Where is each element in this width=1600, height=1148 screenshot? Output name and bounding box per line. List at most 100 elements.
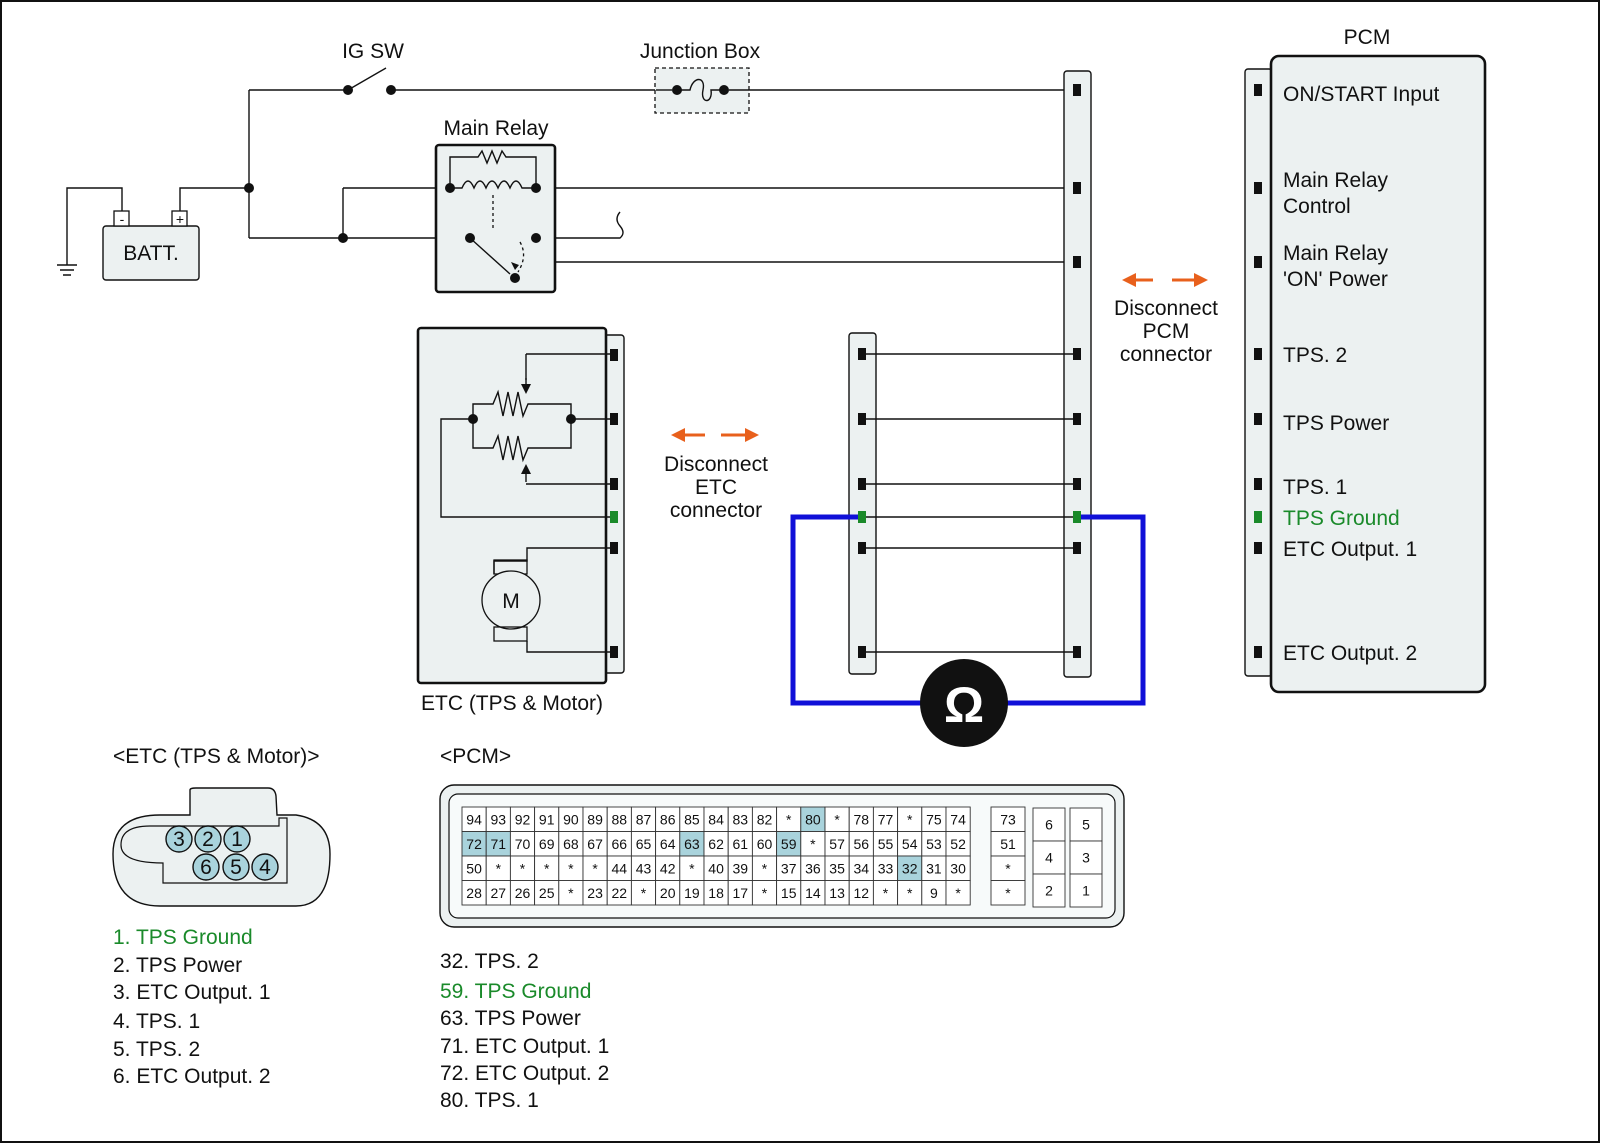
pcm-pin-number: 85 (684, 811, 700, 827)
pcm-pin-number: * (1005, 885, 1011, 901)
pcm-pin-number: * (641, 885, 647, 901)
harness-wires (862, 353, 1077, 653)
svg-text:connector: connector (670, 499, 762, 522)
pcm-pin-cell (945, 880, 971, 906)
motor-label: M (502, 590, 520, 613)
pcm-pin-cell (990, 831, 1026, 857)
pcm-pin-number: 19 (684, 885, 700, 901)
pcm-pin-cell (897, 880, 923, 906)
pcm-pin-label: TPS Ground (1283, 507, 1400, 530)
pcm-pin-label: TPS. 1 (1283, 476, 1347, 499)
pcm-pin-number: 37 (781, 860, 797, 876)
pcm-pin-number: 59 (781, 836, 797, 852)
ig-sw-label: IG SW (342, 40, 404, 63)
svg-text:Disconnect: Disconnect (664, 453, 768, 476)
pcm-pin-number: 35 (829, 860, 845, 876)
pcm-pin-number: 63 (684, 836, 700, 852)
pcm-harness-connector (1063, 70, 1092, 678)
pcm-pin-label: ETC Output. 2 (1283, 642, 1417, 665)
pcm-pin-cell (848, 831, 874, 857)
pcm-pin-number: 39 (733, 860, 749, 876)
pcm-pin-cell (679, 855, 705, 881)
harness-pins (858, 84, 1262, 658)
pcm-pin-number: * (689, 860, 695, 876)
battery-negative-label: - (120, 211, 125, 227)
etc-connector-title: <ETC (TPS & Motor)> (113, 745, 320, 768)
pcm-pin-number: * (907, 885, 913, 901)
pcm-pin-number: 89 (587, 811, 603, 827)
pcm-pin-cell (800, 880, 826, 906)
pcm-pin-number: 34 (854, 860, 870, 876)
pcm-pin-number: 23 (587, 885, 603, 901)
pcm-pin-number: 78 (854, 811, 870, 827)
pcm-pin-cell (509, 880, 536, 906)
pcm-pin-cell (1069, 873, 1103, 908)
pcm-pin-number: 27 (491, 885, 507, 901)
pcm-pin-cell (509, 831, 536, 857)
pcm-pin-number: 66 (612, 836, 628, 852)
pcm-pin-cell (921, 855, 947, 881)
pcm-pin-number: 5 (1082, 817, 1090, 833)
pcm-pin-number: 71 (491, 836, 507, 852)
etc-legend-item: 4. TPS. 1 (113, 1010, 200, 1033)
etc-pin-number: 6 (200, 856, 212, 879)
pcm-pin-number: 33 (878, 860, 894, 876)
disconnect-etc-label: Disconnect ETC connector (664, 453, 768, 522)
pcm-pin-number: 93 (491, 811, 507, 827)
pcm-pin-number: 3 (1082, 850, 1090, 866)
pcm-pin-number: * (544, 860, 550, 876)
etc-pin-number: 1 (231, 828, 243, 851)
pcm-module (1269, 54, 1487, 694)
pcm-legend-item: 59. TPS Ground (440, 980, 591, 1003)
pcm-pin-number: * (568, 860, 574, 876)
pcm-pin-number: 90 (563, 811, 579, 827)
pcm-pin-cell (1032, 873, 1066, 908)
pcm-legend-item: 80. TPS. 1 (440, 1089, 539, 1112)
pcm-connector-title: <PCM> (440, 745, 511, 768)
disconnect-pcm-arrows (1122, 273, 1208, 287)
pcm-pin-number: 75 (926, 811, 942, 827)
pcm-pin-number: 9 (930, 885, 938, 901)
pcm-legend-item: 71. ETC Output. 1 (440, 1035, 609, 1058)
pcm-pin-number: 4 (1045, 850, 1053, 866)
pcm-pin-number: * (592, 860, 598, 876)
etc-module (416, 326, 608, 685)
pcm-pin-number: 18 (708, 885, 724, 901)
pcm-pin-cell (461, 855, 487, 881)
battery-positive-label: + (176, 211, 184, 227)
pcm-pin-number: 69 (539, 836, 555, 852)
pcm-pin-cell (655, 880, 681, 906)
etc-legend-item: 1. TPS Ground (113, 926, 253, 949)
pcm-pin-label: ON/START Input (1283, 83, 1440, 106)
etc-harness-connector (848, 332, 877, 675)
pcm-pin-cell (558, 880, 584, 906)
pcm-pin-number: 44 (612, 860, 628, 876)
etc-pin (251, 853, 279, 881)
pcm-pin-number: 92 (515, 811, 531, 827)
pcm-pin-label: Main Relay (1283, 169, 1389, 192)
ohm-symbol: Ω (944, 677, 984, 733)
pcm-pin-number: * (834, 811, 840, 827)
pcm-pin-number: 64 (660, 836, 676, 852)
pcm-pin-number: * (496, 860, 502, 876)
pcm-pin-number: 65 (636, 836, 652, 852)
pcm-pin-number: 55 (878, 836, 894, 852)
pcm-pin-cell (534, 880, 560, 906)
pcm-pin-cell (990, 855, 1026, 881)
pcm-pin-number: 53 (926, 836, 942, 852)
pcm-pin-number: 86 (660, 811, 676, 827)
pcm-pin-number: 82 (757, 811, 773, 827)
pcm-pin-cell (872, 880, 899, 906)
pcm-pin-cell (897, 855, 923, 881)
pcm-pin-cell (606, 831, 632, 857)
pcm-pin-cell (606, 855, 632, 881)
pcm-pin-number: 40 (708, 860, 724, 876)
pcm-pin-number: 50 (466, 860, 482, 876)
etc-pin-number: 2 (202, 828, 214, 851)
pcm-pin-cell (630, 880, 657, 906)
pcm-pin-cell (1032, 840, 1066, 875)
